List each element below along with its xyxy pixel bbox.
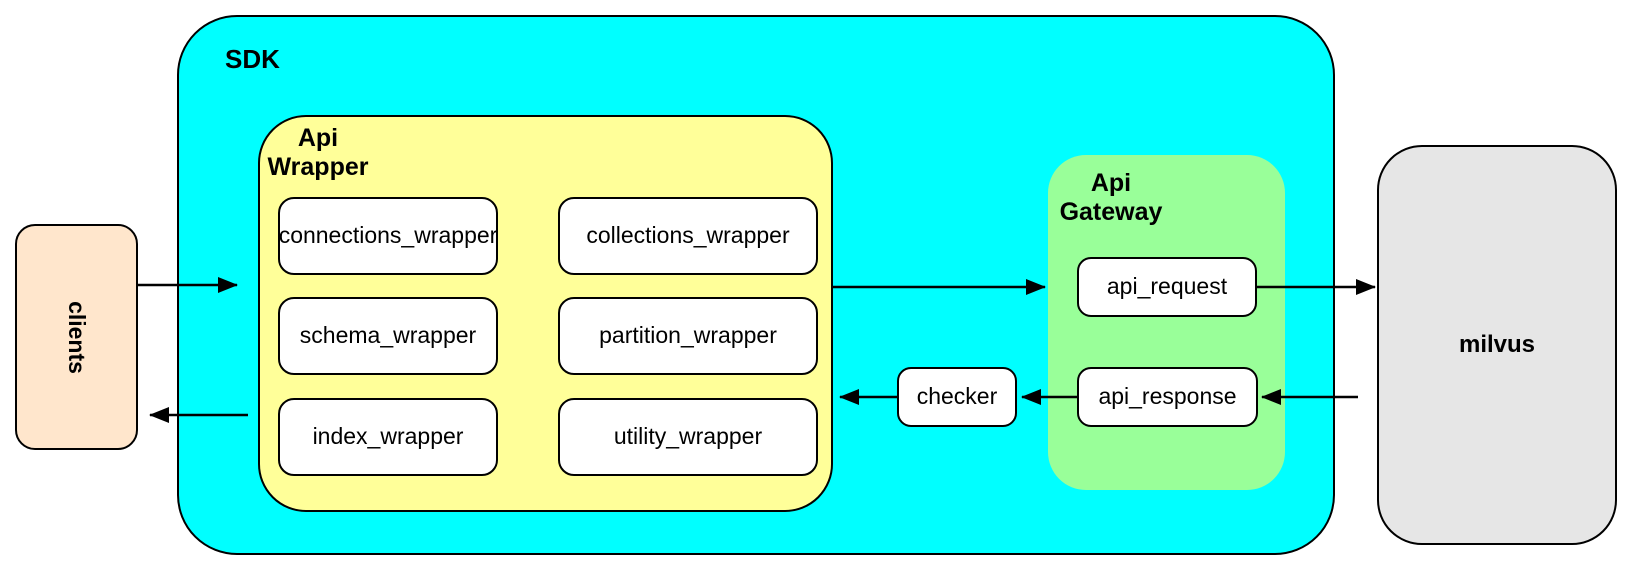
node-partition-wrapper: partition_wrapper (558, 297, 818, 375)
node-collections-wrapper-label: collections_wrapper (586, 222, 790, 249)
node-clients: clients (15, 224, 138, 450)
api-gateway-container: Api Gateway (1048, 155, 1285, 490)
node-utility-wrapper: utility_wrapper (558, 398, 818, 476)
node-connections-wrapper-label: connections_wrapper (278, 222, 498, 249)
node-checker-label: checker (916, 383, 998, 410)
sdk-label: SDK (225, 44, 280, 74)
node-clients-label: clients (64, 300, 90, 374)
node-index-wrapper: index_wrapper (278, 398, 498, 476)
node-api-request: api_request (1077, 257, 1257, 317)
node-utility-wrapper-label: utility_wrapper (613, 423, 763, 450)
node-schema-wrapper-label: schema_wrapper (299, 322, 477, 349)
node-checker: checker (897, 367, 1017, 427)
node-connections-wrapper: connections_wrapper (278, 197, 498, 275)
api-gateway-label: Api Gateway (1059, 169, 1163, 226)
api-wrapper-label: Api Wrapper (267, 124, 369, 181)
node-schema-wrapper: schema_wrapper (278, 297, 498, 375)
node-milvus-label: milvus (1458, 331, 1536, 358)
node-api-response-label: api_response (1098, 383, 1237, 410)
node-partition-wrapper-label: partition_wrapper (599, 322, 777, 349)
node-api-response: api_response (1077, 367, 1258, 427)
node-index-wrapper-label: index_wrapper (312, 423, 464, 450)
node-collections-wrapper: collections_wrapper (558, 197, 818, 275)
node-milvus: milvus (1377, 145, 1617, 545)
node-api-request-label: api_request (1106, 273, 1228, 300)
